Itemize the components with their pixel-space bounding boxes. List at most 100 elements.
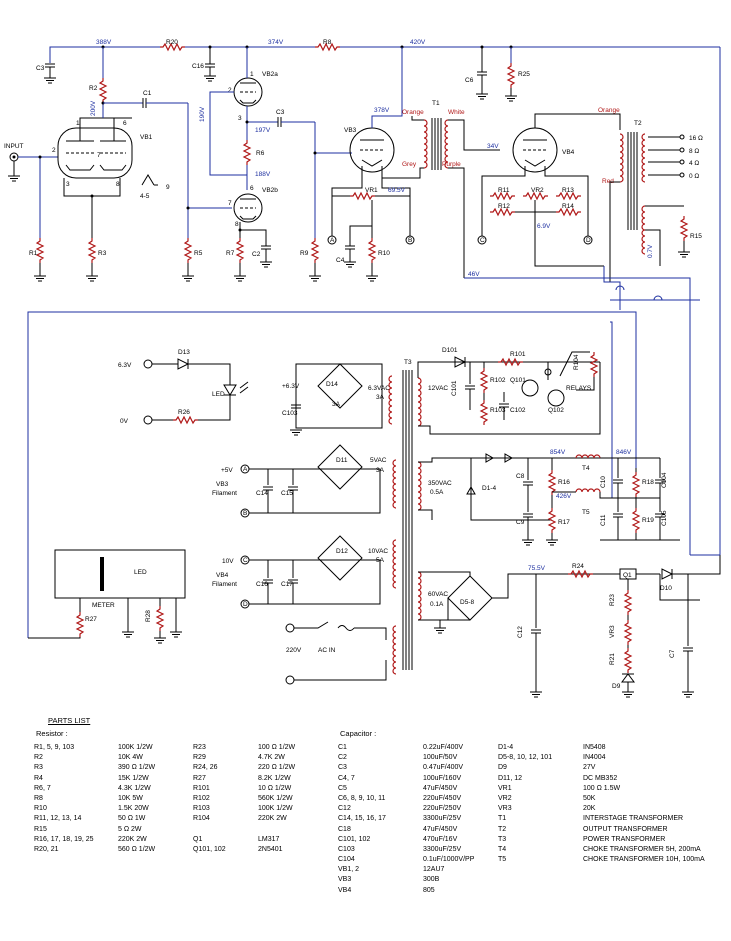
svg-text:190V: 190V xyxy=(199,106,206,122)
res-name-4: R101 xyxy=(193,784,210,792)
svg-text:C3: C3 xyxy=(276,109,285,116)
ac-in-terminal-2[interactable] xyxy=(285,675,295,685)
svg-text:3A: 3A xyxy=(376,467,385,474)
res-name-7: R11, 12, 13, 14 xyxy=(34,815,82,823)
svg-text:LED: LED xyxy=(134,569,147,576)
vb2b-tube xyxy=(233,193,263,223)
cap-name-7: C14, 15, 16, 17 xyxy=(338,815,386,823)
svg-text:220V: 220V xyxy=(286,647,302,654)
part-value-1: IN4004 xyxy=(583,754,606,762)
svg-text:C11: C11 xyxy=(600,514,607,526)
svg-text:R2: R2 xyxy=(89,85,98,92)
svg-text:2: 2 xyxy=(228,87,232,94)
t5-choke xyxy=(575,488,601,493)
res-value-7: 50 Ω 1W xyxy=(118,815,146,823)
res-name-1: R29 xyxy=(193,754,206,762)
resistor-header: Resistor : xyxy=(36,729,68,738)
part-value-11: CHOKE TRANSFORMER 10H, 100mA xyxy=(583,856,705,864)
r8-label: R8 xyxy=(323,39,332,46)
svg-text:+6.3V: +6.3V xyxy=(282,383,300,390)
res-value-5: 10K 5W xyxy=(118,794,143,802)
cap-value-14: 805 xyxy=(423,886,435,894)
svg-text:R11: R11 xyxy=(498,187,510,194)
svg-text:3: 3 xyxy=(238,115,242,122)
svg-text:6.3VAC: 6.3VAC xyxy=(368,385,390,392)
d11-bridge xyxy=(317,444,363,490)
cap-name-0: C1 xyxy=(338,744,347,751)
res-value-7: 220K 2W xyxy=(258,815,287,823)
parts-list-title: PARTS LIST xyxy=(48,716,91,725)
node-388v: 388V xyxy=(96,39,112,46)
cap-value-7: 3300uF/25V xyxy=(423,815,462,823)
cap-value-3: 100uF/160V xyxy=(423,774,462,782)
res-value-6: 1.5K 20W xyxy=(118,805,149,813)
res-name-0: R23 xyxy=(193,744,206,751)
cap-value-10: 3300uF/25V xyxy=(423,845,462,853)
svg-text:VB3: VB3 xyxy=(216,481,229,488)
svg-text:T1: T1 xyxy=(432,100,440,107)
svg-text:R6: R6 xyxy=(256,150,265,157)
input-label: INPUT xyxy=(4,143,24,150)
cap-name-8: C18 xyxy=(338,825,351,833)
svg-text:R28: R28 xyxy=(145,610,152,622)
svg-text:Filament: Filament xyxy=(212,581,237,588)
svg-text:C3: C3 xyxy=(36,65,45,72)
svg-text:0 Ω: 0 Ω xyxy=(689,173,699,180)
part-value-8: OUTPUT TRANSFORMER xyxy=(583,825,668,833)
part-name-10: T4 xyxy=(498,845,507,853)
res-name-2: R24, 26 xyxy=(193,764,218,772)
capacitor-header: Capacitor : xyxy=(340,729,377,738)
svg-text:T5: T5 xyxy=(582,509,590,516)
svg-text:426V: 426V xyxy=(556,493,572,500)
svg-text:D9: D9 xyxy=(612,683,621,690)
svg-text:R3: R3 xyxy=(98,250,107,257)
part-value-0: IN5408 xyxy=(583,744,606,751)
svg-text:Orange: Orange xyxy=(598,107,620,114)
svg-text:1: 1 xyxy=(250,71,254,78)
cap-name-1: C2 xyxy=(338,754,347,762)
schematic-diagram: 388V 374V 420V R20 R8 C3 C16 C6 R25 INPU… xyxy=(4,39,721,698)
svg-text:R102: R102 xyxy=(490,377,506,384)
part-name-5: VR2 xyxy=(498,794,512,802)
svg-text:A: A xyxy=(330,237,335,244)
svg-text:R26: R26 xyxy=(178,409,190,416)
d12-bridge xyxy=(317,535,363,581)
t2-secondary xyxy=(641,133,646,183)
res-value-8: 5 Ω 2W xyxy=(118,825,142,833)
cap-name-9: C101, 102 xyxy=(338,835,371,843)
svg-text:C15: C15 xyxy=(281,490,293,497)
svg-text:C102: C102 xyxy=(510,407,526,414)
part-name-9: T3 xyxy=(498,835,507,843)
svg-text:VB2a: VB2a xyxy=(262,71,278,78)
part-value-10: CHOKE TRANSFORMER 5H, 200mA xyxy=(583,845,701,853)
ac-in-terminal-1[interactable] xyxy=(285,623,295,633)
svg-text:4-5: 4-5 xyxy=(140,193,150,200)
cap-value-1: 100uF/50V xyxy=(423,754,458,762)
svg-text:R19: R19 xyxy=(642,517,654,524)
cap-value-12: 12AU7 xyxy=(423,866,445,874)
svg-text:0.5A: 0.5A xyxy=(430,489,444,496)
part-name-2: D9 xyxy=(498,764,507,772)
res-name-7: R104 xyxy=(193,815,210,823)
svg-text:VB3: VB3 xyxy=(344,127,357,134)
res-name-1: R2 xyxy=(34,754,43,762)
res-value-3: 15K 1/2W xyxy=(118,774,149,782)
cap-value-6: 220uF/250V xyxy=(423,805,462,813)
part-name-8: T2 xyxy=(498,825,507,833)
svg-text:12VAC: 12VAC xyxy=(428,385,448,392)
svg-text:69.5V: 69.5V xyxy=(388,187,406,194)
cap-name-6: C12 xyxy=(338,805,351,813)
svg-text:3A: 3A xyxy=(376,394,385,401)
svg-text:METER: METER xyxy=(92,602,115,609)
svg-text:R14: R14 xyxy=(562,203,574,210)
part-name-0: D1-4 xyxy=(498,744,514,751)
t2-primary xyxy=(619,133,624,183)
svg-text:B: B xyxy=(408,237,412,244)
part-name-11: T5 xyxy=(498,856,507,864)
svg-text:C16: C16 xyxy=(256,581,268,588)
svg-text:200V: 200V xyxy=(90,100,97,116)
svg-text:D14: D14 xyxy=(326,381,338,388)
